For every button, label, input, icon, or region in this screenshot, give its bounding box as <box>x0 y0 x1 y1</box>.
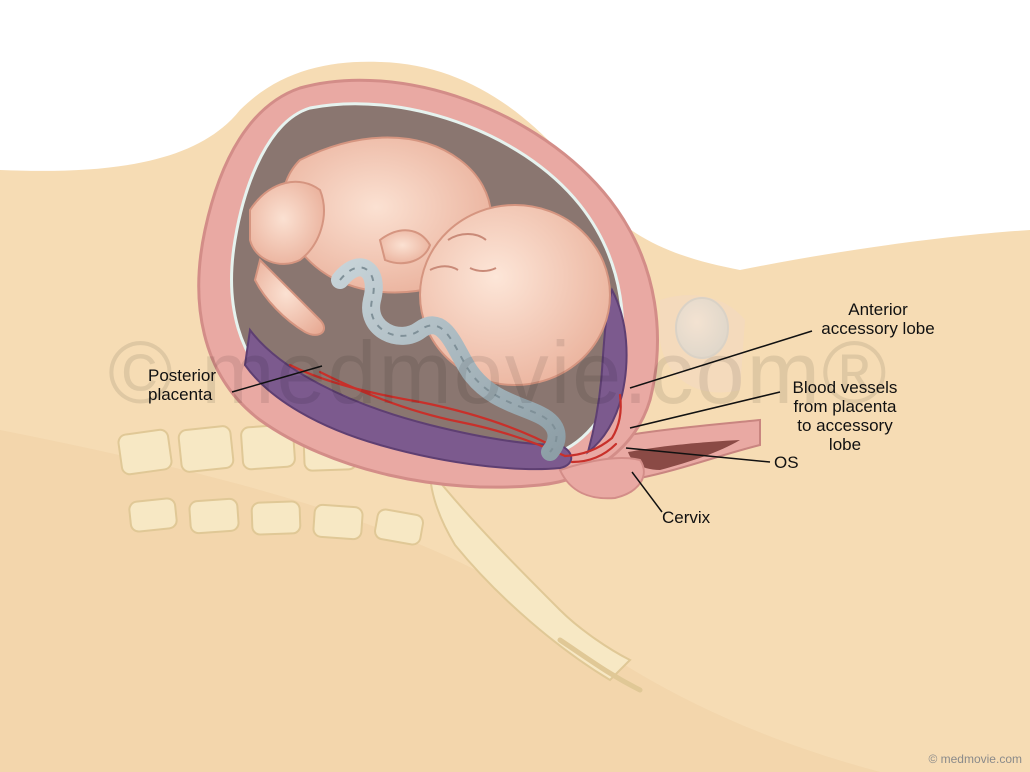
posterior-placenta <box>243 327 573 471</box>
sacrum <box>428 467 632 682</box>
label-line: placenta <box>148 385 213 404</box>
label-anterior-accessory-lobe: Anterior accessory lobe <box>808 300 948 338</box>
cervix <box>558 457 645 500</box>
label-line: lobe <box>828 435 862 454</box>
label-os: OS <box>774 453 799 472</box>
bladder-wall <box>660 295 745 393</box>
label-line: accessory lobe <box>821 319 935 338</box>
label-cervix: Cervix <box>662 508 711 527</box>
coccyx <box>557 637 643 693</box>
leader-lines <box>231 330 813 513</box>
blood-vessels <box>288 363 622 464</box>
fetus <box>249 136 611 386</box>
label-line: Anterior <box>848 300 908 319</box>
label-line: to accessory <box>797 416 893 435</box>
watermark: © medmovie.com® <box>108 323 889 422</box>
label-line: Posterior <box>148 366 217 385</box>
umbilical-cord-twist <box>339 266 558 453</box>
label-posterior-placenta: Posterior placenta <box>148 366 216 404</box>
label-blood-vessels: Blood vessels from placenta to accessory… <box>780 378 910 454</box>
credit-text: © medmovie.com <box>928 752 1022 766</box>
label-line: from placenta <box>793 397 897 416</box>
label-line: Blood vessels <box>792 378 898 397</box>
os-canal <box>628 440 740 470</box>
